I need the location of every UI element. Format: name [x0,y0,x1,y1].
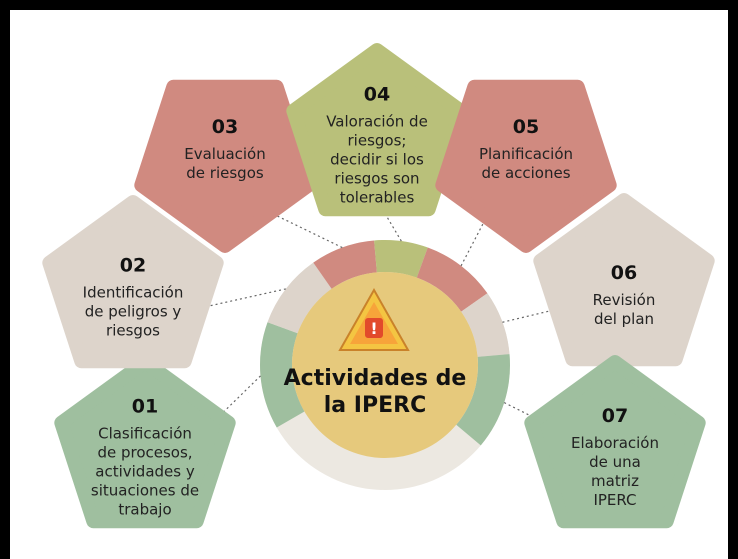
step-pentagon-05 [435,79,617,253]
center-circle [292,272,478,458]
ring-segments [260,240,510,446]
step-label-04-line-5: tolerables [340,189,415,207]
ring-segment-04 [374,240,428,278]
ring-segment-06 [461,293,510,357]
step-label-03-line-2: de riesgos [186,164,264,182]
ring-segment-05 [416,247,488,312]
ring-segment-03 [313,240,377,289]
step-label-04-line-4: riesgos son [334,170,419,188]
step-number-07: 07 [602,405,628,427]
svg-text:!: ! [370,319,377,338]
step-pentagon-06 [533,193,715,367]
step-label-01-line-1: Clasificación [98,425,192,443]
step-label-07-line-2: de una [589,453,641,471]
step-number-05: 05 [513,116,539,138]
center-title-line-1: Actividades de [284,366,467,391]
step-pentagon-04 [286,43,468,217]
center-title-line-2: la IPERC [324,393,426,418]
ring-segment-01 [260,322,305,428]
step-label-02-line-1: Identificación [83,284,184,302]
step-number-03: 03 [212,116,238,138]
step-label-07-line-3: matriz [591,472,639,490]
step-label-06-line-1: Revisión [593,291,656,309]
step-label-01-line-4: situaciones de [91,482,199,500]
step-label-01-line-2: de procesos, [97,444,192,462]
connector-line-02 [196,288,286,310]
step-label-03-line-1: Evaluación [184,145,266,163]
warning-triangle-icon: ! [338,287,410,351]
step-label-04-line-1: Valoración de [326,113,428,131]
step-label-06-line-2: del plan [594,310,654,328]
step-pentagon-02 [42,195,224,369]
step-number-06: 06 [611,262,637,284]
step-label-01-line-3: actividades y [95,463,195,481]
step-label-01-line-5: trabajo [118,501,171,519]
step-pentagon-07 [524,355,706,529]
step-label-04-line-2: riesgos; [348,132,407,150]
step-label-05-line-1: Planificación [479,145,573,163]
step-label-05-line-2: de acciones [481,164,570,182]
step-label-02-line-3: riesgos [106,322,160,340]
step-label-07-line-1: Elaboración [571,434,659,452]
iperc-diagram: ! Actividades de la IPERC 01Clasificació… [42,43,715,529]
step-label-02-line-2: de peligros y [85,303,182,321]
step-pentagon-01 [54,355,236,529]
step-number-02: 02 [120,255,146,277]
step-pentagon-03 [134,79,316,253]
step-number-04: 04 [364,84,390,106]
ring-segment-07 [456,354,510,446]
step-label-04-line-3: decidir si los [330,151,424,169]
ring-segment-02 [267,262,332,334]
step-label-07-line-4: IPERC [593,491,636,509]
connector-line-03 [265,209,343,249]
step-number-01: 01 [132,396,158,418]
